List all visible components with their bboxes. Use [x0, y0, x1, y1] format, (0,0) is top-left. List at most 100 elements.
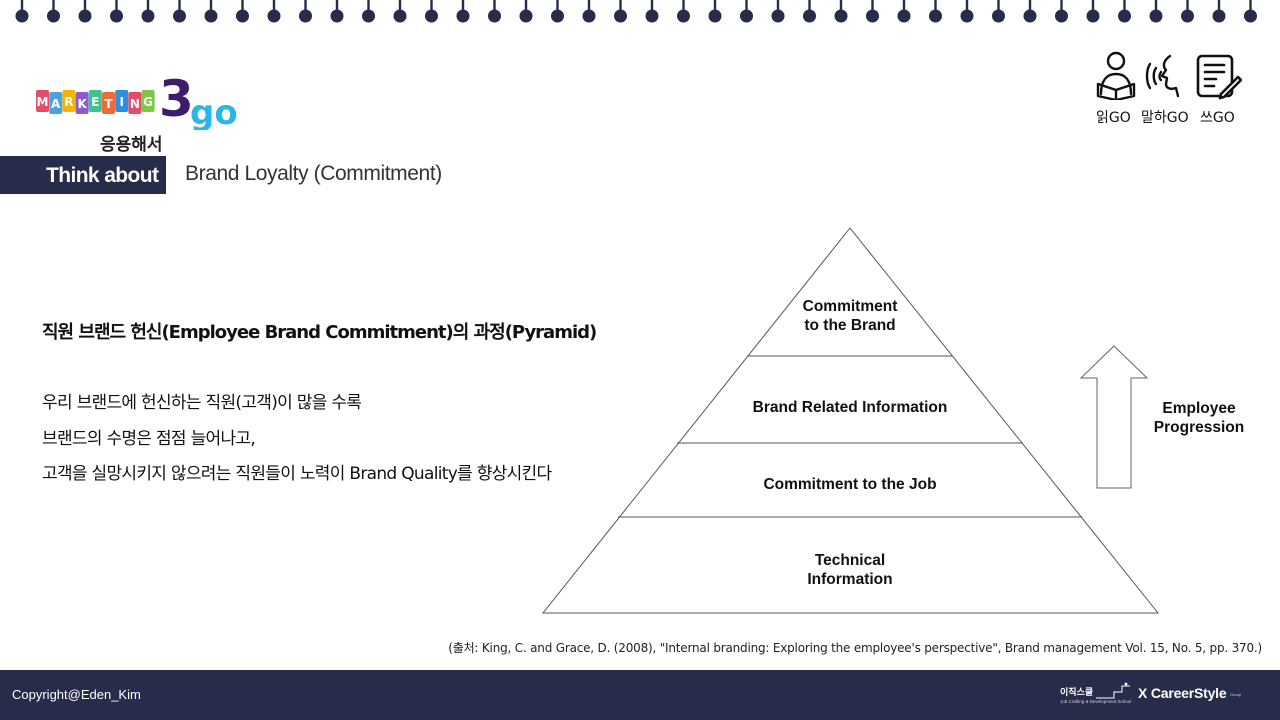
partner-name: X CareerStyle	[1138, 685, 1227, 701]
binder-ring	[146, 0, 150, 12]
binder-hole	[330, 9, 344, 23]
logo-letter-tile	[62, 90, 76, 112]
binder-hole	[78, 9, 92, 23]
logo-letter: N	[130, 97, 140, 111]
binder-ring	[178, 0, 181, 12]
logo-letter: I	[119, 95, 123, 109]
body-line-2: 브랜드의 수명은 점점 늘어나고,	[42, 429, 256, 449]
binder-ring	[1186, 0, 1189, 12]
body-line-1: 우리 브랜드에 헌신하는 직원(고객)이 많을 수록	[42, 393, 362, 413]
logo-letter: M	[37, 95, 49, 109]
binder-ring	[682, 0, 685, 12]
commitment-pyramid-diagram: Commitment to the Brand Brand Related In…	[540, 225, 1162, 617]
binder-ring	[902, 0, 906, 12]
reading-person-icon	[1093, 50, 1139, 105]
logo-letter-tile	[141, 90, 155, 112]
binder-ring	[20, 0, 24, 12]
logo-letter-tile	[102, 92, 115, 114]
binder-hole	[614, 9, 627, 23]
binder-ring	[556, 0, 559, 12]
binder-dots-decoration	[15, 0, 1257, 23]
activity-icons-group: 읽GO 말하GO 쓰GO	[1090, 50, 1250, 130]
school-tagline: Job Crafting & Development School	[1060, 699, 1132, 704]
binder-hole	[582, 9, 596, 23]
binder-ring	[493, 0, 496, 12]
footer-bar: Copyright@Eden_Kim 이직스쿨 Job Crafting & D…	[0, 670, 1280, 720]
logo-letter: R	[64, 95, 73, 109]
binder-ring	[587, 0, 591, 12]
employee-progression-label: Employee Progression	[1153, 400, 1245, 436]
logo-letter-tile	[36, 90, 49, 112]
up-arrow-icon	[1079, 345, 1149, 489]
binder-ring	[461, 0, 465, 12]
binder-ring	[209, 0, 213, 12]
pyramid-shape	[541, 227, 1160, 614]
binder-hole	[267, 9, 281, 23]
binder-ring	[1028, 0, 1032, 12]
logo-letter-tile	[75, 92, 89, 114]
binder-hole	[47, 9, 60, 23]
binder-ring	[398, 0, 402, 12]
binder-hole	[645, 9, 659, 23]
binder-ring	[776, 0, 780, 12]
binder-hole	[362, 9, 375, 23]
copyright-text: Copyright@Eden_Kim	[12, 687, 141, 702]
partner-suffix: Group	[1230, 692, 1242, 697]
binder-ring	[52, 0, 55, 12]
binder-ring	[115, 0, 118, 12]
binder-ring	[430, 0, 433, 12]
binder-ring	[1123, 0, 1126, 12]
binder-ring	[1217, 0, 1221, 12]
binder-ring	[367, 0, 370, 12]
binder-hole	[866, 9, 879, 23]
binder-ring	[965, 0, 969, 12]
binder-hole	[803, 9, 816, 23]
binder-ring	[1060, 0, 1063, 12]
binder-hole	[677, 9, 690, 23]
binder-ring	[304, 0, 307, 12]
logo-letter: E	[91, 95, 99, 109]
binder-ring	[839, 0, 843, 12]
binder-hole	[456, 9, 470, 23]
binder-ring	[745, 0, 748, 12]
binder-hole	[551, 9, 564, 23]
binder-hole	[236, 9, 249, 23]
section-heading: 직원 브랜드 헌신(Employee Brand Commitment)의 과정…	[42, 322, 597, 343]
logo-subtitle: 응용해서	[100, 135, 163, 155]
binder-hole	[1055, 9, 1068, 23]
logo-letter: T	[104, 97, 113, 111]
binder-ring	[524, 0, 528, 12]
binder-hole	[299, 9, 312, 23]
speak-go-label: 말하GO	[1141, 110, 1189, 126]
binder-ring	[272, 0, 276, 12]
logo-suffix: go	[190, 93, 238, 130]
logo-letter: K	[77, 97, 87, 111]
logo-letter-tile	[49, 92, 63, 114]
logo-number: 3	[159, 70, 194, 128]
binder-hole	[488, 9, 501, 23]
binder-ring	[335, 0, 339, 12]
logo-letter: G	[143, 95, 153, 109]
binder-hole	[110, 9, 123, 23]
binder-hole	[15, 9, 29, 23]
binder-hole	[1023, 9, 1037, 23]
page-title: Brand Loyalty (Commitment)	[185, 162, 442, 185]
binder-ring	[713, 0, 717, 12]
binder-hole	[141, 9, 155, 23]
binder-hole	[204, 9, 218, 23]
binder-hole	[519, 9, 533, 23]
logo-letter-tile	[115, 90, 129, 112]
binder-hole	[1244, 9, 1257, 23]
tier-brand-related-information: Brand Related Information	[752, 399, 948, 416]
think-about-banner: Think about	[0, 156, 166, 194]
binder-ring	[871, 0, 874, 12]
binder-ring	[619, 0, 622, 12]
binder-hole	[393, 9, 407, 23]
tier-technical-information: Technical Information	[807, 552, 893, 588]
binder-ring	[1249, 0, 1252, 12]
binder-hole	[1118, 9, 1131, 23]
binder-ring	[1154, 0, 1158, 12]
school-name: 이직스쿨	[1060, 688, 1094, 698]
binder-hole	[1212, 9, 1226, 23]
